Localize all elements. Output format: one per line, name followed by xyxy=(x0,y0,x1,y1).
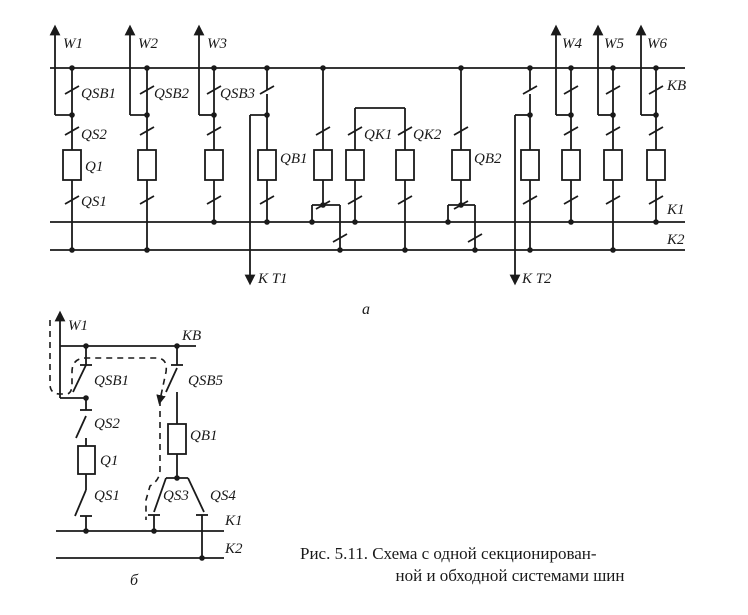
label-w2-a: W2 xyxy=(138,36,158,52)
label-w4-a: W4 xyxy=(562,36,582,52)
label-kb-a: KB xyxy=(666,78,686,94)
label-qs2-a: QS2 xyxy=(81,127,107,143)
label-qsb5-b: QSB5 xyxy=(188,373,223,389)
label-w5-a: W5 xyxy=(604,36,624,52)
sublabel-a: а xyxy=(362,301,370,318)
label-qb1-b: QB1 xyxy=(190,428,218,444)
label-qsb2: QSB2 xyxy=(154,86,189,102)
diagram-a xyxy=(49,24,685,286)
feeder-w3-a xyxy=(193,24,224,222)
label-qk1: QK1 xyxy=(364,127,392,143)
label-q1-b: Q1 xyxy=(100,453,118,469)
feeder-w1-a xyxy=(49,24,82,250)
label-qs1-b: QS1 xyxy=(94,488,120,504)
current-path-dashed-2 xyxy=(145,400,161,520)
transformer-t2-branch xyxy=(509,68,540,286)
label-k1-b: K1 xyxy=(224,513,243,529)
label-qk2: QK2 xyxy=(413,127,442,143)
label-kb-b: KB xyxy=(181,328,201,344)
label-qs1-a: QS1 xyxy=(81,194,107,210)
label-qb2-a: QB2 xyxy=(474,151,502,167)
caption-line-1: Рис. 5.11. Схема с одной секционирован- xyxy=(300,544,597,563)
junction-dots-a xyxy=(69,65,659,253)
label-w3-a: W3 xyxy=(207,36,227,52)
label-q1-a: Q1 xyxy=(85,159,103,175)
label-w1-b: W1 xyxy=(68,318,88,334)
diagram-b xyxy=(49,310,224,561)
label-t2: К T2 xyxy=(521,271,552,287)
label-w6-a: W6 xyxy=(647,36,667,52)
feeder-w2-a xyxy=(124,24,157,250)
current-path-dashed xyxy=(49,320,168,405)
labels-a: W1 W2 W3 W4 W5 W6 KB K1 K2 QSB1 QSB2 QSB… xyxy=(63,36,686,318)
labels-b: W1 KB QSB1 QSB5 QS2 QB1 Q1 QS1 QS3 QS4 K… xyxy=(68,318,243,589)
label-t1: К T1 xyxy=(257,271,288,287)
bypass-breaker-qb1 xyxy=(311,68,348,250)
sublabel-b: б xyxy=(130,572,139,589)
label-qs3-b: QS3 xyxy=(163,488,189,504)
label-w1-a: W1 xyxy=(63,36,83,52)
feeder-w4-a xyxy=(550,24,581,222)
label-qb1-a: QB1 xyxy=(280,151,308,167)
bypass-breaker-qb2 xyxy=(447,68,483,250)
section-breakers-qk xyxy=(345,107,415,250)
label-k2-b: K2 xyxy=(224,541,243,557)
label-qs4-b: QS4 xyxy=(210,488,236,504)
feeder-w5-a xyxy=(592,24,623,250)
caption-line-2: ной и обходной системами шин xyxy=(395,566,625,585)
label-k2-a: K2 xyxy=(666,232,685,248)
label-qsb1: QSB1 xyxy=(81,86,116,102)
label-qs2-b: QS2 xyxy=(94,416,120,432)
feeder-w6-a xyxy=(635,24,666,222)
figure-caption: Рис. 5.11. Схема с одной секционирован- … xyxy=(300,543,720,587)
label-k1-a: K1 xyxy=(666,202,685,218)
transformer-t1-branch xyxy=(244,68,277,286)
label-qsb3: QSB3 xyxy=(220,86,255,102)
junction-dots-b xyxy=(83,343,205,561)
label-qsb1-b: QSB1 xyxy=(94,373,129,389)
